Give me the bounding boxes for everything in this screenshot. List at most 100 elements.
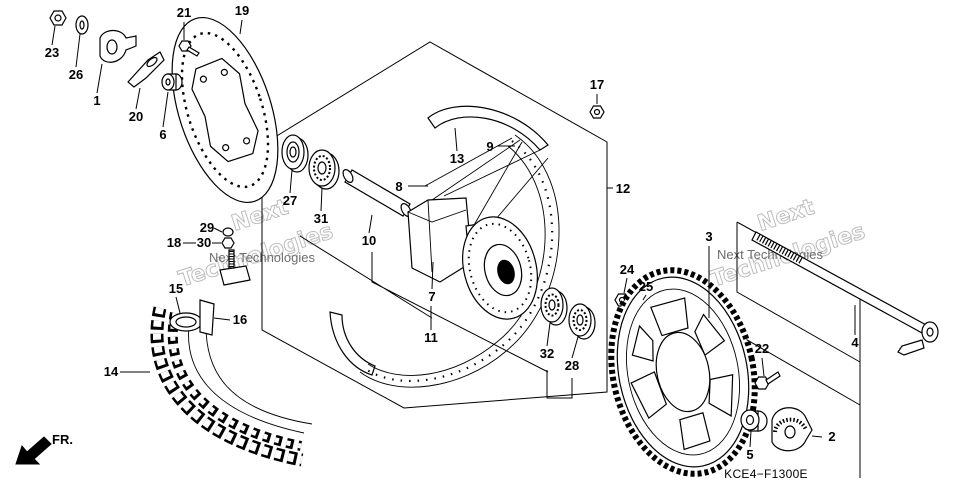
sprocket-cutout	[650, 297, 689, 337]
axle-head-center	[926, 327, 934, 337]
sprocket-cutout	[631, 324, 654, 362]
sprocket-cutout	[708, 373, 734, 417]
nut-30	[221, 237, 235, 249]
callout-12: 12	[616, 181, 630, 196]
distance-collar-10-end	[342, 169, 354, 183]
callout-8: 8	[395, 179, 402, 194]
bearing-28-bore	[576, 314, 584, 326]
hub-body	[407, 197, 473, 283]
callout-15: 15	[169, 281, 183, 296]
brake-disc-carrier	[191, 57, 259, 163]
callout-17: 17	[590, 77, 604, 92]
rim-lock-18-base	[219, 265, 251, 286]
chain-adjuster-1-hole	[106, 39, 118, 55]
callout-32: 32	[540, 346, 554, 361]
wheel-assembly-frame	[261, 41, 608, 409]
callout-21: 21	[177, 5, 191, 20]
brake-disc	[171, 16, 279, 204]
callout-18: 18	[167, 235, 181, 250]
sprocket-cutout	[679, 411, 711, 451]
sprocket-hub-bore	[655, 331, 711, 413]
callout-20: 20	[129, 109, 143, 124]
washer-29	[222, 227, 234, 237]
bearing-31-balls	[313, 155, 331, 181]
callout-31: 31	[314, 211, 328, 226]
spoke	[431, 139, 521, 201]
bearing-28-balls	[572, 309, 588, 331]
rim-band-16	[199, 299, 215, 336]
rim-inner-edge	[367, 145, 546, 376]
rear-sprocket	[608, 267, 758, 477]
chain-adjuster-2-hole	[784, 425, 796, 439]
rear-axle	[751, 231, 939, 356]
callout-28: 28	[565, 358, 579, 373]
adjuster-plate-20	[127, 51, 165, 88]
tire-sidewall-line	[205, 325, 313, 425]
chain-adjuster-1	[99, 29, 137, 63]
sprocket-inner-ring	[625, 288, 741, 456]
callout-22: 22	[755, 341, 769, 356]
callout-13: 13	[450, 151, 464, 166]
rim-nut-17-bore	[593, 108, 601, 116]
spoke	[443, 149, 541, 197]
axle-thread	[756, 233, 804, 265]
callout-2: 2	[828, 429, 835, 444]
callout-30: 30	[197, 235, 211, 250]
bolt-21-shank	[186, 46, 200, 57]
callout-29: 29	[200, 220, 214, 235]
inner-tube-15-inner	[175, 316, 197, 328]
callout-5: 5	[746, 447, 753, 462]
callout-11: 11	[424, 330, 438, 345]
rim-strip-13	[427, 105, 549, 151]
tire-tread-inner-row	[167, 311, 302, 451]
axle-head-tab	[897, 339, 925, 356]
tire-tread-outer-highlight	[153, 307, 303, 464]
tire-bead-line	[188, 317, 305, 434]
watermark-word-next: Next	[755, 195, 818, 237]
rim-strip-lower	[329, 311, 376, 376]
hub-spoke-holes	[467, 222, 533, 314]
callout-26: 26	[69, 67, 83, 82]
callout-27: 27	[283, 193, 297, 208]
collar-6-bore	[165, 78, 171, 86]
front-direction-arrow-icon	[15, 436, 52, 465]
sprocket-cutout	[630, 371, 668, 420]
disc-bolt-hole	[199, 75, 208, 83]
leader-lines	[51, 19, 856, 448]
adjuster-plate-20-slot	[146, 56, 158, 68]
watermark-right: Next Technologies Next Technologies	[707, 194, 868, 293]
callout-25: 25	[639, 279, 653, 294]
callout-3: 3	[705, 229, 712, 244]
callout-19: 19	[235, 3, 249, 18]
hub-body-edges	[407, 199, 467, 273]
diagram-code: KCE4−F1300E	[724, 467, 808, 481]
bolt-22-shank	[765, 371, 781, 385]
spoke	[469, 141, 523, 233]
callout-7: 7	[428, 289, 435, 304]
bearing-32-balls	[544, 293, 560, 317]
callout-1: 1	[93, 93, 100, 108]
rim-outer-edge	[359, 134, 560, 388]
spoke	[424, 137, 513, 187]
disc-bolt-hole	[222, 144, 230, 152]
bearing-32-bore	[548, 299, 556, 311]
callout-9: 9	[486, 139, 493, 154]
callout-6: 6	[159, 127, 166, 142]
callout-10: 10	[362, 233, 376, 248]
disc-bolt-hole	[242, 137, 251, 145]
collar-5-bore	[745, 414, 755, 426]
rim-spoke-holes	[363, 140, 554, 383]
tire	[150, 306, 313, 467]
axle-nut-23-bore	[54, 14, 62, 22]
callout-23: 23	[45, 45, 59, 60]
front-direction-label: FR.	[52, 432, 73, 447]
bearing-31-bore	[317, 161, 327, 175]
disc-bolt-hole	[220, 68, 228, 76]
hub-reference-lines	[299, 235, 573, 399]
tire-tread-inner-highlight	[170, 312, 302, 449]
hub-bore	[497, 259, 515, 285]
callout-14: 14	[104, 364, 119, 379]
rear-hub	[407, 197, 538, 320]
callout-24: 24	[620, 262, 635, 277]
